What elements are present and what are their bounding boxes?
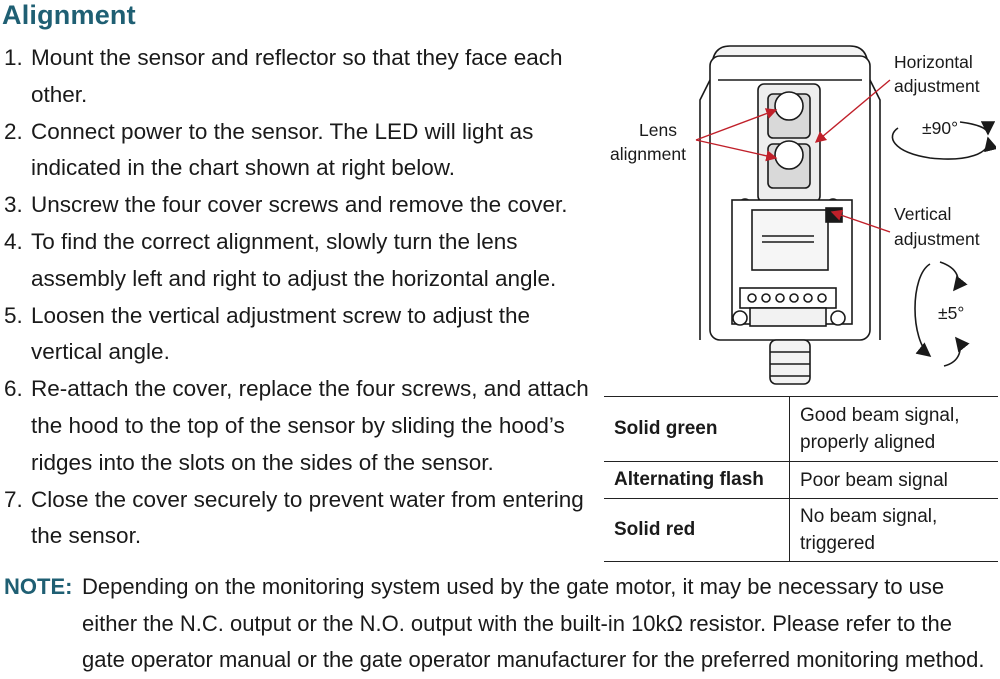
vertical-label-line1: Vertical <box>894 204 951 224</box>
step-number: 7. <box>4 486 23 512</box>
note-text: Depending on the monitoring system used … <box>82 574 985 672</box>
led-state: Solid green <box>604 396 790 462</box>
lens-label-line2: alignment <box>610 144 686 164</box>
step-item: 7. Close the cover securely to prevent wa… <box>4 482 594 556</box>
led-meaning-line: No beam signal, <box>800 506 938 527</box>
vertical-angle: ±5° <box>938 303 964 323</box>
vertical-label-line2: adjustment <box>894 229 980 249</box>
led-meaning: No beam signal, triggered <box>789 498 998 562</box>
step-text: Connect power to the sensor. The LED wil… <box>31 118 534 181</box>
horizontal-adjustment-arrow <box>814 79 891 143</box>
step-number: 4. <box>4 228 23 254</box>
sensor-diagram: Lens alignment Horizontal adjustment ±90… <box>610 45 996 385</box>
lens-label-line1: Lens <box>639 120 677 140</box>
led-meaning-line: properly aligned <box>800 432 936 453</box>
step-item: 6. Re-attach the cover, replace the four … <box>4 371 594 481</box>
horizontal-rotate-icon <box>891 121 996 160</box>
step-item: 5. Loosen the vertical adjustment screw t… <box>4 298 594 372</box>
note-label: NOTE: <box>4 574 73 599</box>
step-number: 2. <box>4 118 23 144</box>
alignment-steps: 1. Mount the sensor and reflector so that… <box>4 40 594 555</box>
table-row: Solid red No beam signal, triggered <box>604 498 998 562</box>
step-text: Re-attach the cover, replace the four sc… <box>31 376 589 475</box>
step-text: Close the cover securely to prevent wate… <box>31 486 584 549</box>
table-row: Alternating flash Poor beam signal <box>604 461 998 499</box>
led-meaning-line: Good beam signal, <box>800 405 960 426</box>
led-state: Solid red <box>604 498 790 562</box>
note-block: NOTE: Depending on the monitoring system… <box>4 569 1000 679</box>
page-title: Alignment <box>2 0 136 30</box>
step-item: 3. Unscrew the four cover screws and remo… <box>4 187 594 224</box>
horizontal-label-line2: adjustment <box>894 76 980 96</box>
vertical-rotate-icon <box>914 261 970 367</box>
step-text: Unscrew the four cover screws and remove… <box>31 192 568 218</box>
led-meaning-line: Poor beam signal <box>800 469 948 491</box>
step-text: Loosen the vertical adjustment screw to … <box>31 302 531 365</box>
led-meaning-line: triggered <box>800 533 875 554</box>
step-number: 5. <box>4 302 23 328</box>
horizontal-angle: ±90° <box>922 118 958 138</box>
step-number: 6. <box>4 376 23 402</box>
step-number: 1. <box>4 45 23 70</box>
vertical-adjustment-arrow <box>830 209 891 233</box>
step-text: To find the correct alignment, slowly tu… <box>31 228 557 291</box>
step-number: 3. <box>4 192 23 218</box>
lens-alignment-arrows <box>695 108 778 162</box>
led-state: Alternating flash <box>604 461 790 499</box>
led-status-table: Solid green Good beam signal, properly al… <box>604 396 998 562</box>
step-item: 4. To find the correct alignment, slowly … <box>4 224 594 298</box>
led-meaning: Good beam signal, properly aligned <box>789 396 998 462</box>
table-row: Solid green Good beam signal, properly al… <box>604 396 998 462</box>
step-item: 2. Connect power to the sensor. The LED w… <box>4 114 594 188</box>
led-meaning: Poor beam signal <box>789 461 998 499</box>
sensor-housing <box>699 45 881 385</box>
horizontal-label-line1: Horizontal <box>894 52 973 72</box>
step-text: Mount the sensor and reflector so that t… <box>31 45 563 107</box>
step-item: 1. Mount the sensor and reflector so that… <box>4 40 594 114</box>
